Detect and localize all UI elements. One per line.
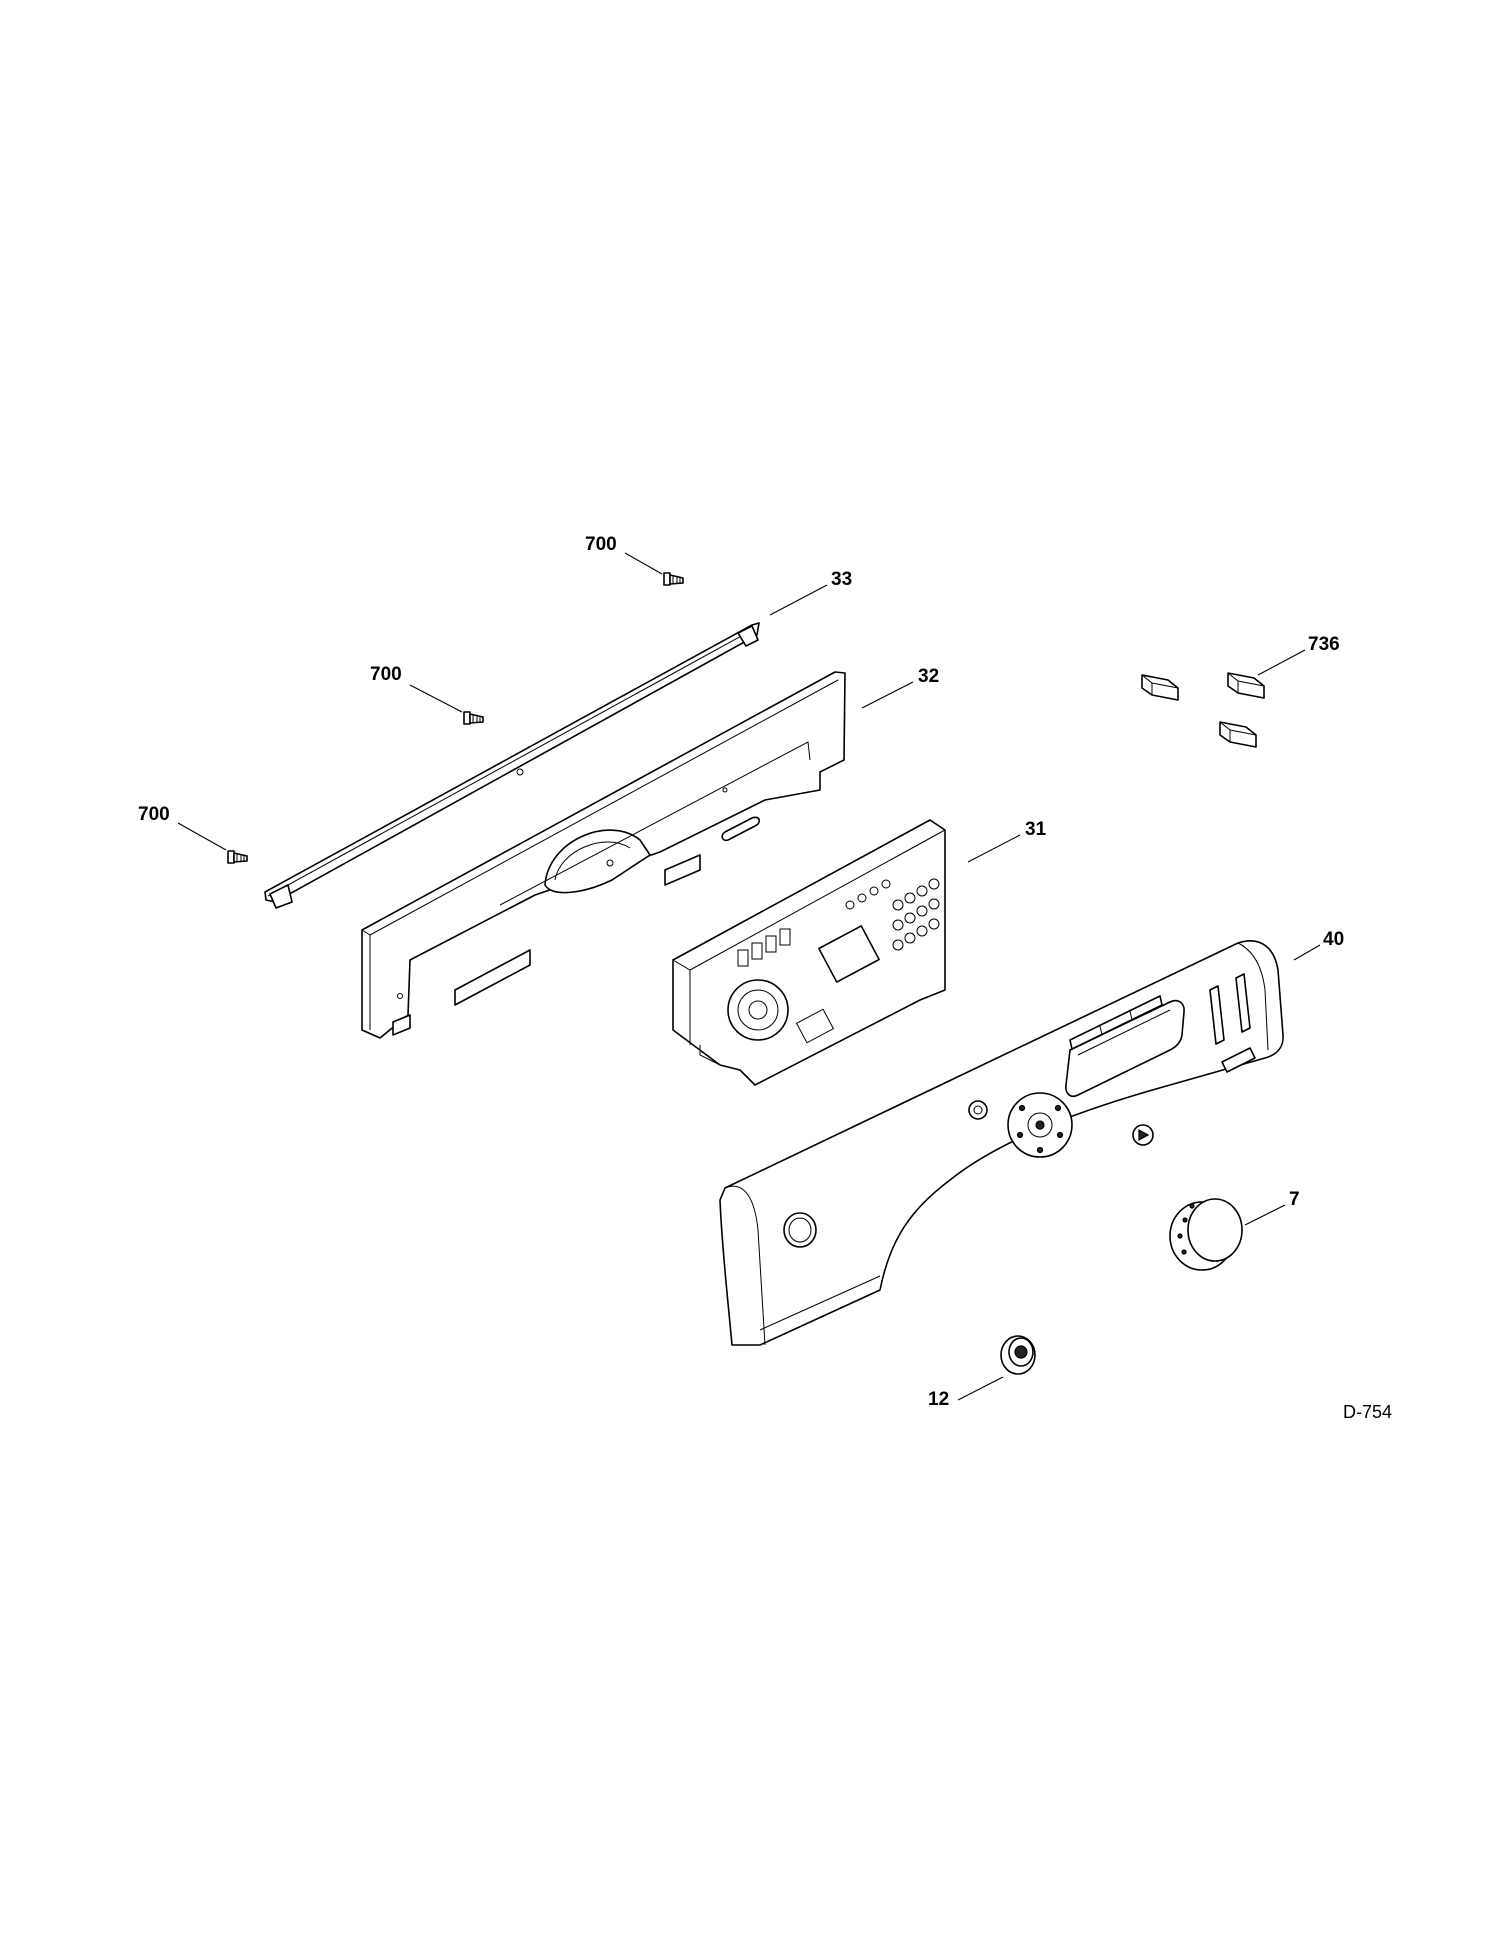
callout-12: 12 bbox=[928, 1389, 949, 1410]
clip-icon bbox=[1219, 721, 1257, 748]
part-7-knob bbox=[1169, 1198, 1243, 1271]
part-31-control-board bbox=[672, 819, 946, 1086]
part-40-control-panel bbox=[719, 940, 1284, 1346]
callout-33: 33 bbox=[831, 569, 852, 590]
callout-700-top: 700 bbox=[585, 534, 617, 555]
clip-icon bbox=[1141, 674, 1179, 701]
diagram-id: D-754 bbox=[1343, 1402, 1392, 1422]
callout-700-mid: 700 bbox=[370, 664, 402, 685]
callout-31: 31 bbox=[1025, 819, 1047, 840]
part-32-bracket bbox=[361, 671, 846, 1039]
callout-736: 736 bbox=[1308, 634, 1340, 655]
callout-7: 7 bbox=[1289, 1189, 1300, 1210]
leader-lines bbox=[177, 552, 1321, 1401]
clip-icon bbox=[1227, 672, 1265, 699]
part-33-trim-strip bbox=[264, 622, 760, 909]
callout-labels: 700 33 700 32 700 31 736 40 7 12 D-754 bbox=[138, 534, 1392, 1422]
screw-icon bbox=[463, 711, 484, 725]
screw-icon bbox=[663, 572, 684, 586]
callout-700-left: 700 bbox=[138, 804, 170, 825]
callout-40: 40 bbox=[1323, 929, 1344, 950]
part-12-button bbox=[1000, 1335, 1036, 1375]
callout-32: 32 bbox=[918, 666, 939, 687]
screw-icon bbox=[227, 850, 248, 864]
